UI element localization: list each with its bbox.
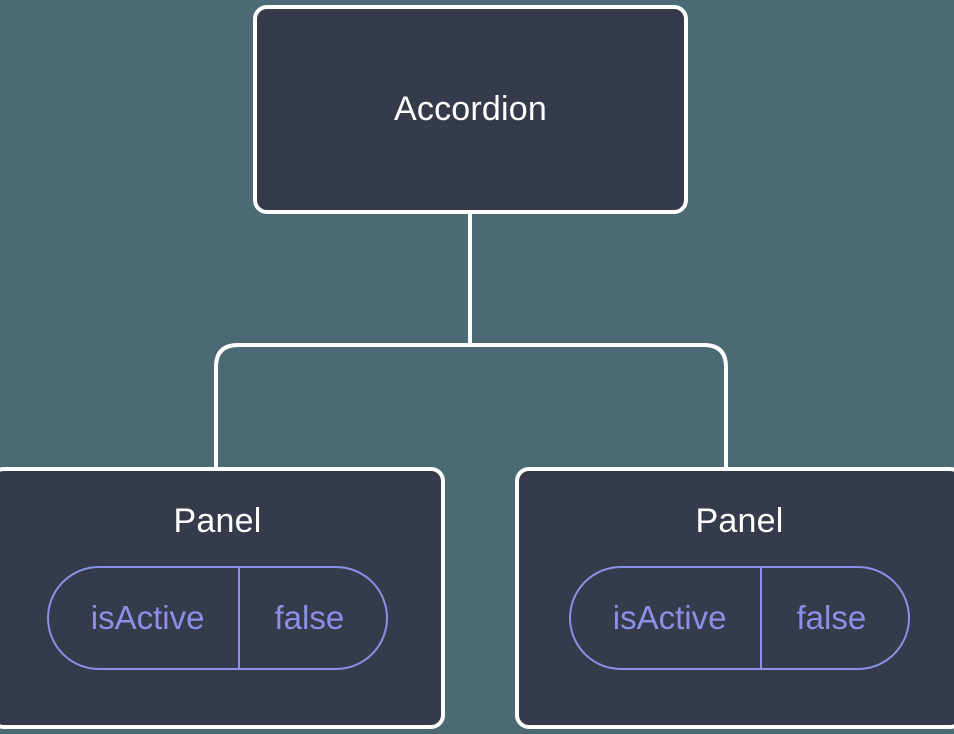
prop-value-isactive: false [796,599,867,637]
prop-key-isactive: isActive [571,568,763,669]
node-accordion[interactable]: Accordion [253,5,688,214]
prop-key-isactive: isActive [49,568,241,669]
edge-to-panel-left [214,343,470,470]
prop-badge-panel-right[interactable]: isActive false [568,566,911,671]
edge-to-panel-right [470,343,728,470]
prop-value-isactive: false [274,599,345,637]
prop-badge-panel-left[interactable]: isActive false [46,566,389,671]
node-panel-right-label: Panel [695,502,784,540]
node-panel-right[interactable]: Panel isActive false [515,467,954,729]
node-panel-left[interactable]: Panel isActive false [0,467,445,729]
node-accordion-label: Accordion [394,89,547,128]
node-panel-left-label: Panel [173,502,262,540]
